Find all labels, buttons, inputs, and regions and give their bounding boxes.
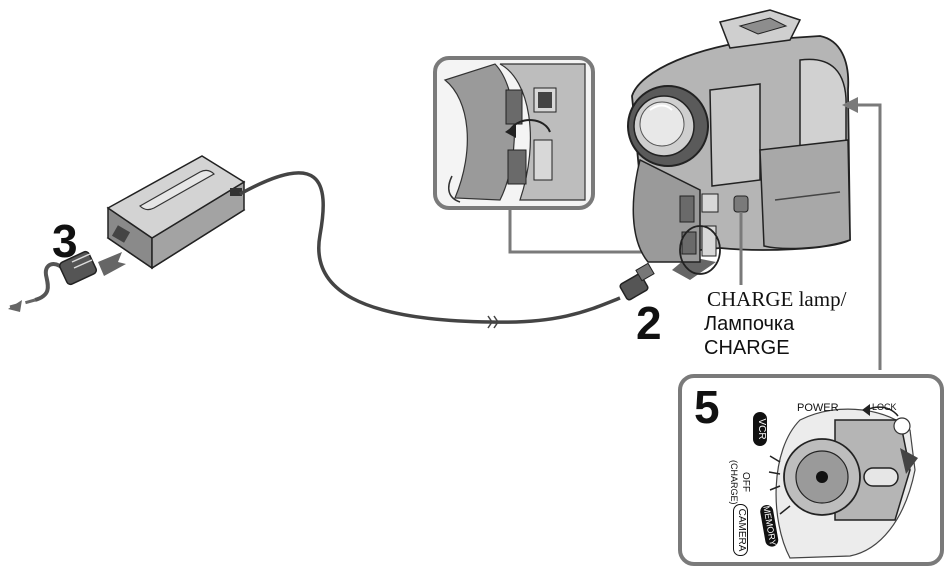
charge-lamp [733, 195, 749, 213]
dc-cable [239, 171, 621, 324]
mode-vcr-label: VCR [753, 412, 767, 446]
mode-camera-label: CAMERA [733, 504, 748, 556]
step-5-label: 5 [694, 381, 720, 433]
dial-center-button[interactable] [816, 471, 828, 483]
step-2-label: 2 [636, 297, 662, 349]
step-3-label: 3 [52, 215, 78, 267]
power-label: POWER [797, 402, 839, 414]
power-switch-inset [678, 374, 944, 566]
ac-adapter [106, 155, 246, 270]
power-plug-assembly [8, 250, 126, 312]
lock-label: LOCK [872, 402, 897, 412]
inset-connector-line [508, 208, 645, 254]
plug-in-arrow-icon [98, 252, 126, 276]
ac-cord [34, 262, 68, 302]
mode-charge-label: (CHARGE) [729, 460, 739, 505]
lock-slider[interactable] [863, 467, 899, 487]
camcorder [627, 9, 851, 275]
switch-pointer-arrow-icon [842, 97, 858, 113]
ac-plug [58, 250, 98, 286]
charge-lamp-label-ru-2: CHARGE [704, 337, 790, 359]
jack-closeup-inset [433, 56, 595, 210]
unplug-arrow-icon [8, 300, 22, 312]
charge-lamp-label-ru: Лампочка [704, 313, 795, 335]
insert-dc-arrow-icon [672, 248, 716, 280]
mode-off-label: OFF [740, 472, 751, 492]
charge-lamp-label-en: CHARGE lamp/ [707, 287, 847, 311]
dc-plug [619, 262, 655, 301]
switch-pointer-line [854, 103, 882, 370]
